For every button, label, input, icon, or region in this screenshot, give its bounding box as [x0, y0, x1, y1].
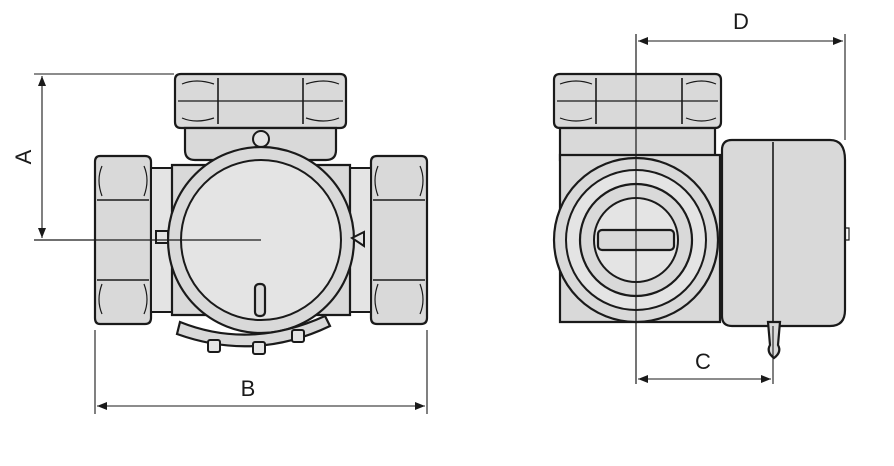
- dimension-d-label: D: [733, 9, 749, 34]
- front-dial-pointer: [253, 282, 267, 318]
- dimension-b-label: B: [241, 376, 256, 401]
- dimension-d: D: [638, 9, 846, 140]
- dimension-c-label: C: [695, 349, 711, 374]
- front-scale-tab-1: [207, 339, 221, 353]
- front-dial-marker-left: [155, 230, 169, 244]
- side-actuator: [720, 138, 850, 360]
- front-scale-tab-2: [252, 341, 266, 355]
- side-view: [552, 34, 850, 384]
- side-top-port: [552, 72, 723, 162]
- dimension-a: A: [11, 73, 174, 238]
- front-scale-tab-3: [291, 329, 305, 343]
- dimension-c: C: [638, 326, 774, 384]
- front-dial-marker-right: [350, 230, 365, 248]
- dimension-a-label: A: [11, 149, 36, 164]
- dimension-b: B: [94, 330, 428, 414]
- front-view: [34, 72, 429, 355]
